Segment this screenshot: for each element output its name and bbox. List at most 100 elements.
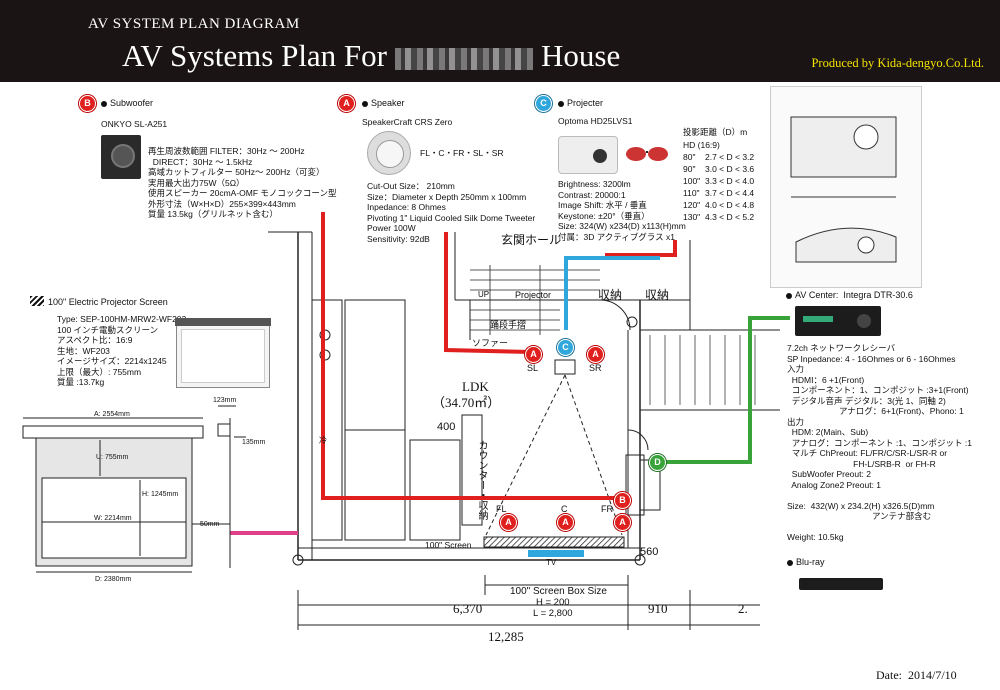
badge-c: A bbox=[557, 514, 574, 531]
badge-fl: A bbox=[500, 514, 517, 531]
label-560: 560 bbox=[640, 546, 659, 558]
bluray-heading-text: Blu-ray bbox=[796, 557, 825, 567]
title-suffix: House bbox=[541, 38, 621, 73]
bullet-icon bbox=[101, 100, 107, 107]
throw-range: 3.0 < D < 3.6 bbox=[705, 164, 755, 174]
label-fr: FR bbox=[601, 504, 613, 514]
subwoofer-heading-text: Subwoofer bbox=[110, 98, 154, 108]
bullet-icon bbox=[787, 559, 793, 566]
throw-range: 3.3 < D < 4.0 bbox=[705, 176, 755, 186]
dim-910: 910 bbox=[648, 601, 668, 616]
subwoofer-heading: Subwoofer bbox=[101, 98, 153, 109]
label-400: 400 bbox=[437, 421, 456, 433]
box-size-title: 100" Screen Box Size bbox=[510, 586, 607, 597]
screen-image bbox=[175, 318, 271, 388]
throw-size: 100" bbox=[683, 176, 701, 186]
screen-dim-a: A: 2554mm bbox=[94, 411, 130, 418]
header-banner: AV SYSTEM PLAN DIAGRAM AV Systems Plan F… bbox=[0, 0, 1000, 82]
speaker-cone-icon bbox=[376, 140, 404, 168]
throw-title: 投影距離（D）m bbox=[683, 127, 748, 137]
projector-symbol bbox=[554, 359, 576, 375]
projector-outline-icon bbox=[790, 116, 897, 263]
speaker-model: SpeakerCraft CRS Zero bbox=[362, 117, 453, 127]
dim-12285: 12,285 bbox=[488, 629, 524, 644]
screen-dim-135: 135mm bbox=[242, 439, 266, 446]
tv-unit bbox=[528, 550, 584, 557]
box-size-h: H = 200 bbox=[536, 597, 570, 608]
speaker-image bbox=[367, 131, 411, 175]
throw-size: 80" bbox=[683, 152, 696, 162]
subwoofer-badge: B bbox=[79, 95, 96, 112]
dim-2: 2. bbox=[738, 601, 748, 616]
screen-hatch-icon bbox=[30, 296, 44, 306]
throw-range: 3.7 < D < 4.4 bbox=[705, 188, 755, 198]
woofer-cone-icon bbox=[111, 144, 135, 168]
label-up: UP bbox=[478, 290, 490, 299]
label-sr: SR bbox=[589, 363, 602, 373]
produced-by: Produced by Kida-dengyo.Co.Ltd. bbox=[811, 56, 984, 70]
label-area: （34.70㎡） bbox=[432, 395, 501, 410]
speaker-heading: Speaker bbox=[362, 98, 405, 109]
bullet-icon bbox=[558, 100, 564, 107]
projector-heading: Projecter bbox=[558, 98, 603, 109]
label-projector: Projector bbox=[515, 290, 552, 300]
projector-specs: Brightness: 3200lm Contrast: 20000:1 Ima… bbox=[558, 179, 686, 242]
label-tv: TV bbox=[546, 558, 557, 567]
throw-row: 80" 2.7 < D < 3.2 bbox=[683, 152, 763, 162]
projector-model: Optoma HD25LVS1 bbox=[558, 116, 633, 126]
bluray-heading: Blu-ray bbox=[787, 557, 825, 568]
throw-size: 110" bbox=[683, 188, 700, 198]
label-c: C bbox=[561, 504, 568, 514]
subwoofer-model: ONKYO SL-A251 bbox=[101, 119, 168, 129]
throw-size: 120" bbox=[683, 200, 701, 210]
throw-range: 2.7 < D < 3.2 bbox=[705, 152, 755, 162]
throw-range: 4.0 < D < 4.8 bbox=[705, 200, 755, 210]
throw-row: 100" 3.3 < D < 4.0 bbox=[683, 176, 763, 186]
label-stair: 踊段手摺 bbox=[490, 320, 527, 330]
screen-dim-w: W: 2214mm bbox=[94, 515, 132, 522]
throw-row: 130" 4.3 < D < 5.2 bbox=[683, 212, 763, 222]
badge-subwoofer-plan: B bbox=[614, 492, 631, 509]
screen-heading: 100" Electric Projector Screen bbox=[48, 297, 168, 307]
projector-badge: C bbox=[535, 95, 552, 112]
screen-dim-u: U: 755mm bbox=[96, 454, 129, 461]
screen-dimension-diagram bbox=[22, 405, 246, 573]
header-subtitle: AV SYSTEM PLAN DIAGRAM bbox=[88, 16, 300, 32]
label-storage-1: 収納 bbox=[598, 288, 623, 302]
volume-knob-icon bbox=[857, 314, 871, 328]
badge-av-center: D bbox=[649, 454, 666, 471]
screen-specs: Type: SEP-100HM-MRW2-WF203 100 インチ電動スクリー… bbox=[57, 314, 187, 387]
throw-row: 110" 3.7 < D < 4.4 bbox=[683, 188, 763, 198]
projector-heading-text: Projecter bbox=[567, 98, 604, 108]
screen-dim-h: H: 1245mm bbox=[142, 491, 179, 498]
throw-sub: HD (16:9) bbox=[683, 140, 720, 150]
label-storage-2: 収納 bbox=[645, 288, 670, 302]
box-size-l: L = 2,800 bbox=[533, 608, 573, 619]
projector-lens-icon bbox=[593, 149, 607, 163]
badge-projector: C bbox=[557, 339, 574, 356]
label-sl: SL bbox=[527, 363, 539, 373]
speaker-badge: A bbox=[338, 95, 355, 112]
label-fl: FL bbox=[496, 504, 507, 514]
label-mark: 冷 bbox=[319, 436, 327, 445]
date-label: Date: 2014/7/10 bbox=[876, 668, 957, 682]
av-receiver-image bbox=[795, 306, 881, 336]
speaker-heading-text: Speaker bbox=[371, 98, 405, 108]
screen-housing bbox=[175, 318, 271, 326]
screen-dim-d: D: 2380mm bbox=[95, 576, 132, 583]
badge-fr: A bbox=[614, 514, 631, 531]
throw-size: 130" bbox=[683, 212, 701, 222]
av-center-heading: AV Center: Integra DTR-30.6 bbox=[786, 290, 913, 301]
throw-row: 120" 4.0 < D < 4.8 bbox=[683, 200, 763, 210]
projector-image bbox=[558, 136, 618, 174]
bullet-icon bbox=[786, 292, 792, 299]
badge-sl: A bbox=[525, 346, 542, 363]
subwoofer-specs: 再生周波数範囲 FILTER：30Hz ～ 200Hz DIRECT：30Hz … bbox=[148, 146, 337, 219]
screen-surface bbox=[181, 329, 265, 383]
blurred-name bbox=[395, 47, 533, 70]
throw-range: 4.3 < D < 5.2 bbox=[705, 212, 755, 222]
label-sofa: ソファー bbox=[472, 338, 509, 348]
av-center-specs: 7.2ch ネットワークレシーバ SP Inpedance: 4 - 16Ohm… bbox=[787, 343, 972, 542]
